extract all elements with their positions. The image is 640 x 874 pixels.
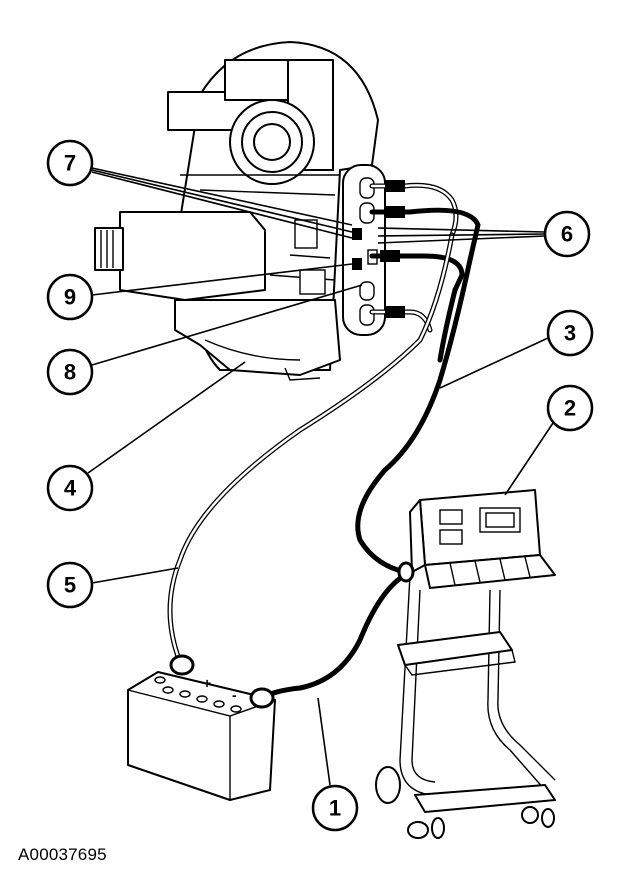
figure-id: A00037695: [18, 845, 107, 864]
tester-cart: [375, 489, 556, 839]
callout-4: 4: [46, 464, 94, 512]
callout-3: 3: [546, 309, 594, 357]
callout-1: 1: [311, 784, 359, 832]
callout-9-label: 9: [64, 285, 76, 310]
callout-7-label: 7: [64, 151, 76, 176]
callout-2-label: 2: [564, 396, 576, 421]
cable-1: [265, 572, 408, 698]
callout-9: 9: [46, 273, 94, 321]
test-leads: [369, 180, 481, 333]
callout-3-label: 3: [564, 321, 576, 346]
battery-positive-mark: +: [203, 675, 211, 691]
connector-plate: [342, 164, 386, 336]
callout-1-label: 1: [329, 796, 341, 821]
battery-negative-mark: -: [232, 687, 237, 703]
battery: + -: [127, 654, 276, 801]
leader-lines: [87, 167, 556, 786]
terminal-7: [352, 228, 362, 240]
cable-5: [167, 232, 455, 665]
cable-3: [355, 257, 473, 575]
callout-2: 2: [546, 384, 594, 432]
engine-assembly: [94, 41, 379, 381]
callout-5-label: 5: [64, 573, 76, 598]
callout-8: 8: [46, 348, 94, 396]
callout-7: 7: [46, 139, 94, 187]
callout-6: 6: [543, 210, 591, 258]
callout-5: 5: [46, 561, 94, 609]
terminal-9: [352, 258, 362, 270]
callout-8-label: 8: [64, 360, 76, 385]
callout-4-label: 4: [64, 476, 77, 501]
callout-6-label: 6: [561, 222, 573, 247]
